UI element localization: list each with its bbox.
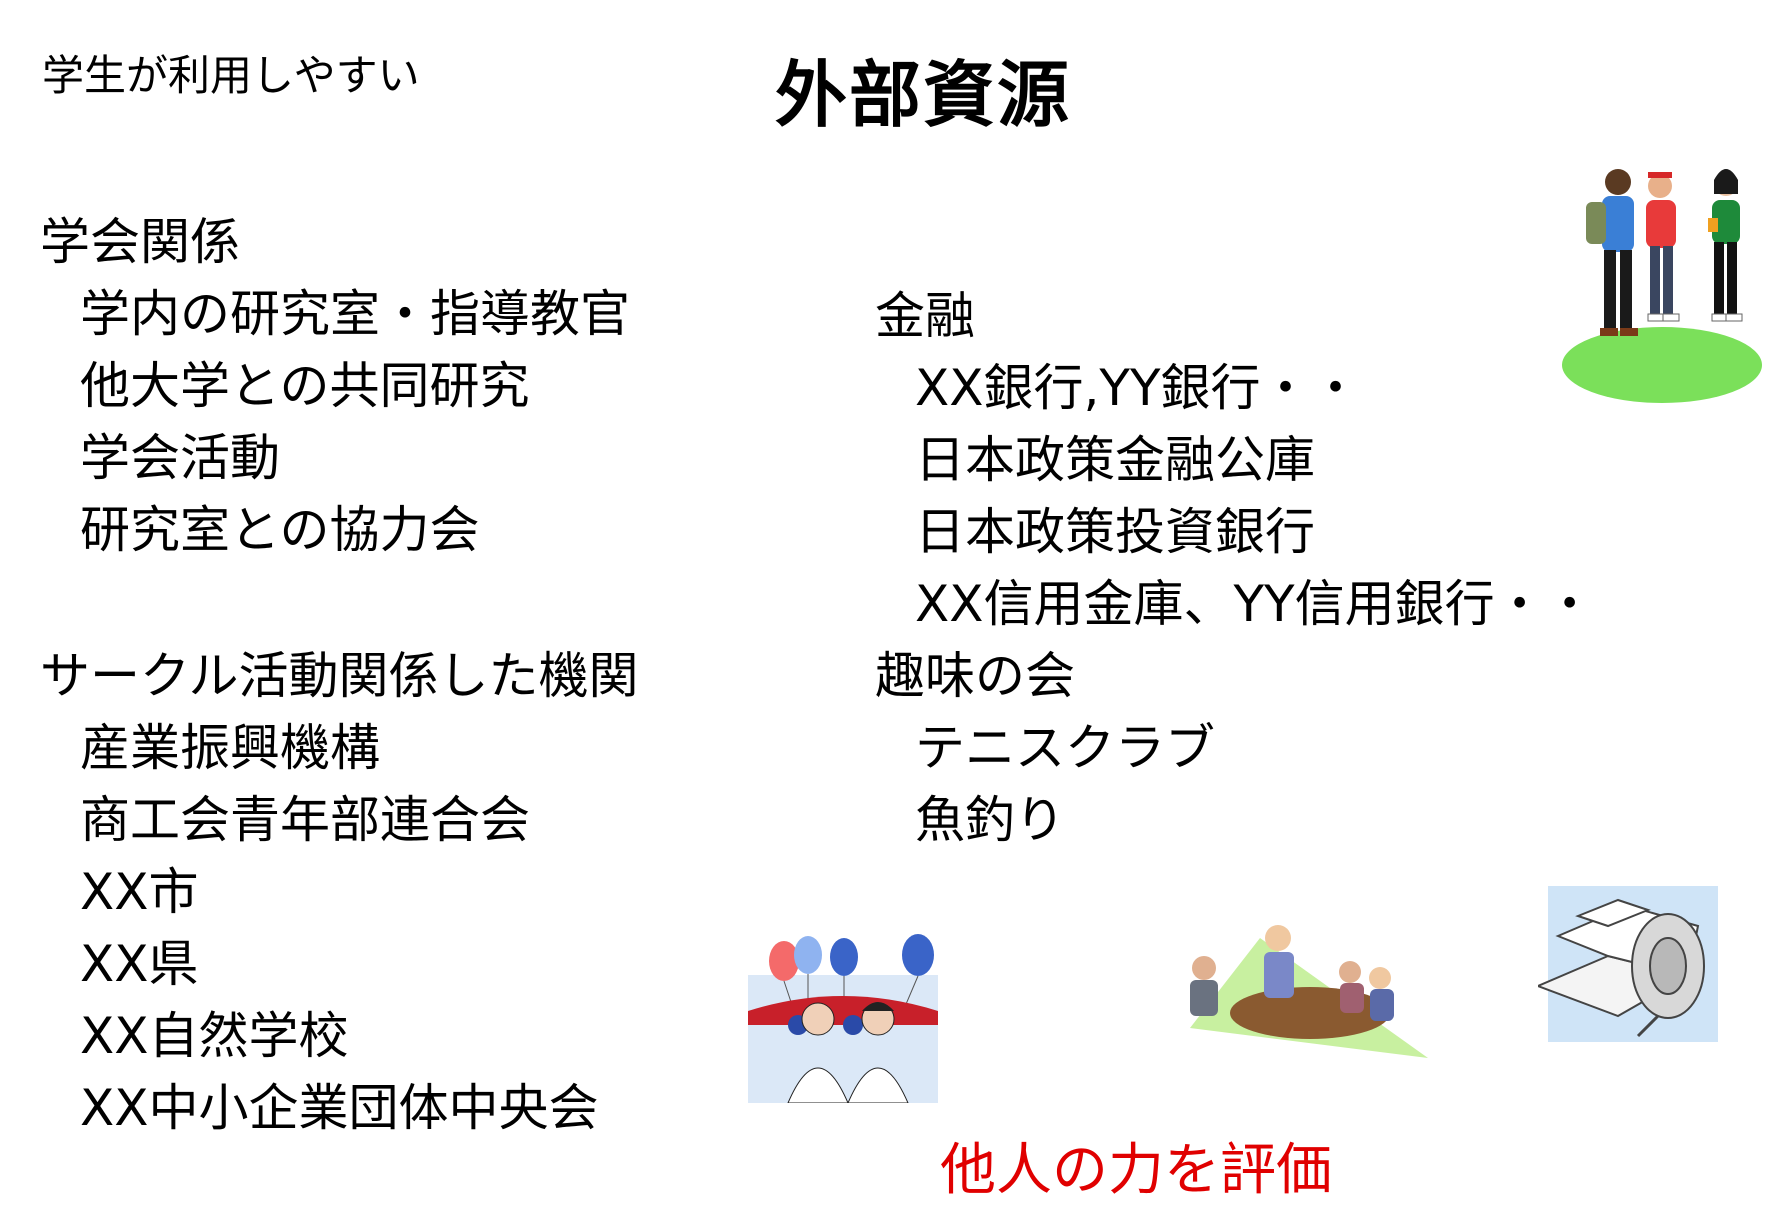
list-item: 他大学との共同研究 bbox=[80, 357, 530, 415]
list-item: XX中小企業団体中央会 bbox=[80, 1079, 599, 1137]
section-circle: サークル活動関係した機関 産業振興機構 商工会青年部連合会 XX市 XX県 XX… bbox=[40, 640, 639, 1144]
list-item: 学会活動 bbox=[80, 429, 280, 487]
list-item: XX市 bbox=[80, 863, 199, 921]
page-title: 外部資源 bbox=[775, 53, 1072, 137]
list-item: XX銀行,YY銀行・・ bbox=[915, 359, 1361, 417]
list-item: 研究室との協力会 bbox=[80, 501, 480, 559]
list-item: 産業振興機構 bbox=[80, 719, 380, 777]
section-heading: 学会関係 bbox=[40, 213, 240, 271]
section-hobby: 趣味の会 テニスクラブ 魚釣り bbox=[875, 640, 1215, 856]
subtitle: 学生が利用しやすい bbox=[42, 51, 420, 100]
list-item: XX自然学校 bbox=[80, 1007, 349, 1065]
list-item: 商工会青年部連合会 bbox=[80, 791, 530, 849]
students-clipart bbox=[1558, 160, 1766, 405]
list-item: テニスクラブ bbox=[915, 719, 1215, 777]
list-item: XX県 bbox=[80, 935, 199, 993]
section-heading: サークル活動関係した機関 bbox=[40, 647, 639, 705]
list-item: 魚釣り bbox=[915, 791, 1065, 849]
footer-message: 他人の力を評価 bbox=[940, 1138, 1332, 1203]
list-item: 日本政策金融公庫 bbox=[915, 431, 1315, 489]
section-academic: 学会関係 学内の研究室・指導教官 他大学との共同研究 学会活動 研究室との協力会 bbox=[40, 206, 630, 566]
party-clipart bbox=[748, 933, 938, 1104]
section-heading: 金融 bbox=[875, 287, 975, 345]
list-item: 日本政策投資銀行 bbox=[915, 503, 1315, 561]
rolodex-clipart bbox=[1535, 886, 1718, 1042]
section-finance: 金融 XX銀行,YY銀行・・ 日本政策金融公庫 日本政策投資銀行 XX信用金庫、… bbox=[875, 280, 1595, 640]
meeting-clipart bbox=[1180, 918, 1428, 1058]
list-item: XX信用金庫、YY信用銀行・・ bbox=[915, 575, 1595, 633]
section-heading: 趣味の会 bbox=[875, 647, 1075, 705]
list-item: 学内の研究室・指導教官 bbox=[80, 285, 630, 343]
